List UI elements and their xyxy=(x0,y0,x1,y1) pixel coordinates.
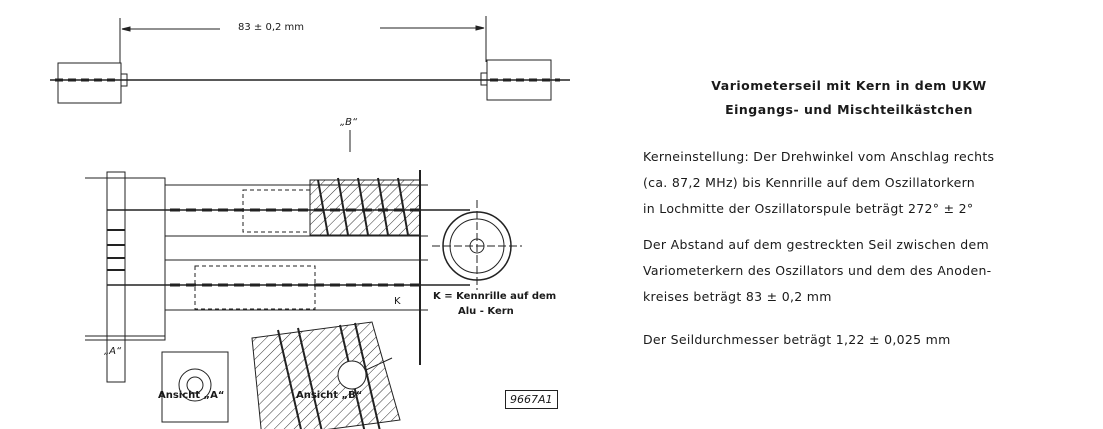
dimension-label: 83 ± 0,2 mm xyxy=(238,22,305,33)
legend-line-1: K = Kennrille auf dem xyxy=(433,291,557,302)
text-line: Der Seildurchmesser beträgt 1,22 ± 0,025… xyxy=(643,332,951,347)
title-line-2: Eingangs- und Mischteilkästchen xyxy=(725,102,973,117)
variometer-assembly xyxy=(85,130,522,383)
view-a-marker: „A“ xyxy=(104,346,122,357)
caption-view-b: Ansicht „B“ xyxy=(296,390,363,401)
k-label: K xyxy=(394,296,401,307)
text-line: Der Abstand auf dem gestreckten Seil zwi… xyxy=(643,237,989,252)
paragraph-core-setting: Kerneinstellung: Der Drehwinkel vom Ansc… xyxy=(643,144,1073,222)
text-line: (ca. 87,2 MHz) bis Kennrille auf dem Osz… xyxy=(643,175,976,190)
figure-number: 9667A1 xyxy=(505,390,558,409)
stretched-cable-with-cores xyxy=(50,59,570,104)
legend-line-2: Alu - Kern xyxy=(458,306,514,317)
text-line: Kerneinstellung: Der Drehwinkel vom Ansc… xyxy=(643,149,995,164)
text-line: kreises beträgt 83 ± 0,2 mm xyxy=(643,289,832,304)
text-line: in Lochmitte der Oszillatorspule beträgt… xyxy=(643,201,974,216)
dimension-line xyxy=(119,16,487,63)
view-b-marker: „B“ xyxy=(340,117,358,128)
title-line-1: Variometerseil mit Kern in dem UKW xyxy=(711,78,987,93)
caption-view-a: Ansicht „A“ xyxy=(158,390,225,401)
view-a-detail xyxy=(161,351,229,423)
paragraph-diameter: Der Seildurchmesser beträgt 1,22 ± 0,025… xyxy=(643,327,1073,353)
paragraph-distance: Der Abstand auf dem gestreckten Seil zwi… xyxy=(643,232,1073,310)
view-b-detail xyxy=(251,321,401,429)
text-line: Variometerkern des Oszillators und dem d… xyxy=(643,263,992,278)
